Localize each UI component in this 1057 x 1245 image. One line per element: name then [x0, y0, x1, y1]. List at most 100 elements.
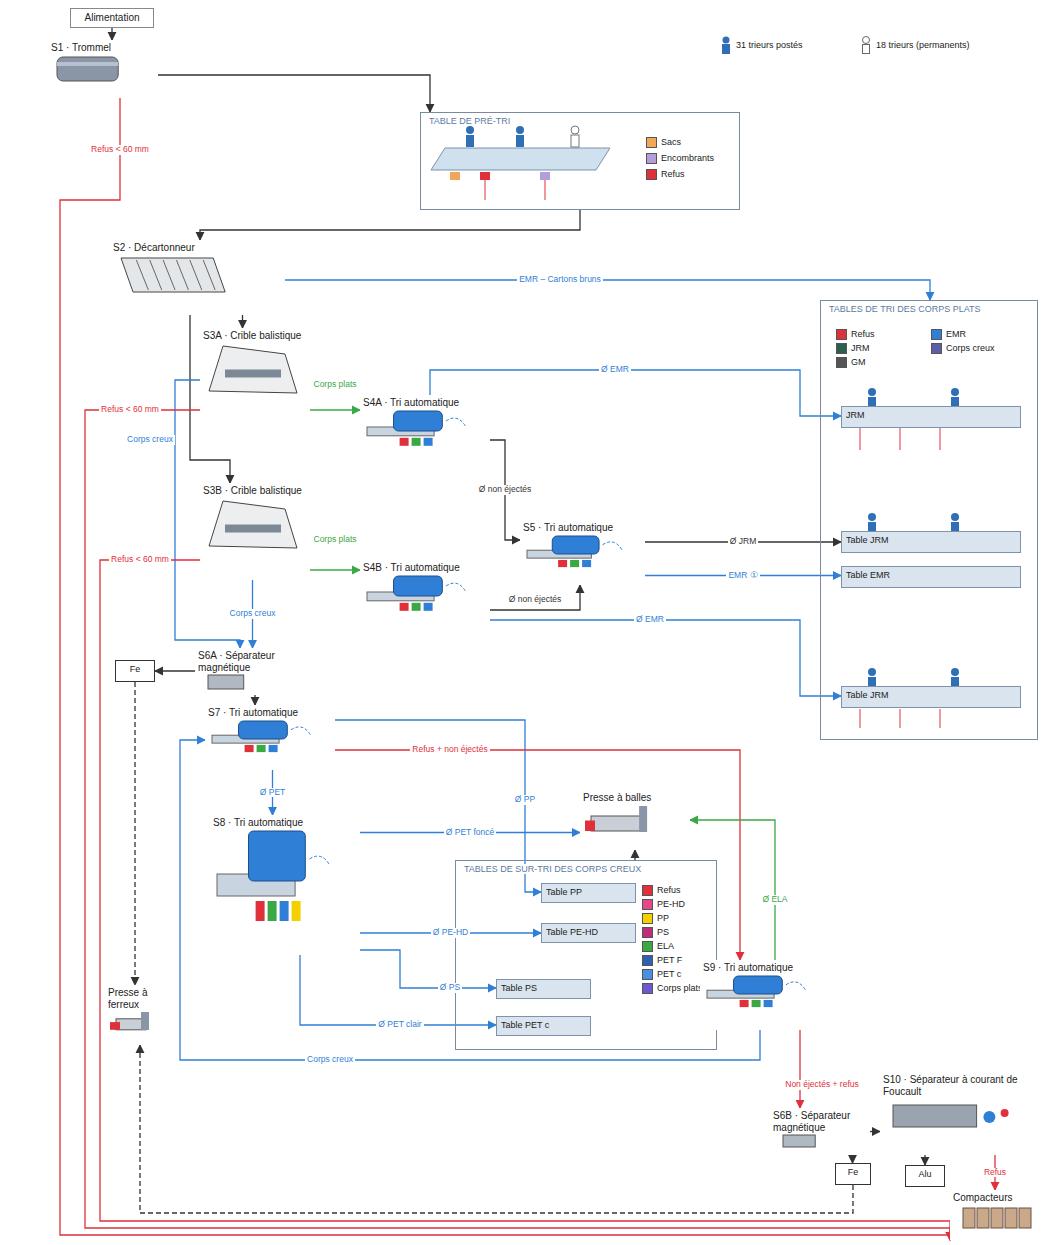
- flow-label: Refus < 60 mm: [89, 145, 151, 154]
- flow-arrow: [242, 315, 243, 328]
- legend-text: 18 trieurs (permanents): [876, 40, 970, 50]
- sorting-table: Table PET c: [496, 1016, 591, 1036]
- flow-label: Ø PP: [513, 795, 537, 804]
- node-label: Presse à balles: [583, 792, 687, 804]
- node-label: Fe: [118, 664, 152, 674]
- node-label: S6A · Séparateur magnétique: [198, 650, 302, 673]
- table-group: TABLE DE PRÉ-TRISacsEncombrantsRefus: [420, 112, 740, 210]
- flow-arrow: [60, 98, 950, 1240]
- legend-item: Refus: [836, 329, 875, 340]
- process-box: S10 · Séparateur à courant de Foucault: [880, 1072, 1040, 1155]
- sorting-table: Table JRM: [841, 686, 1021, 708]
- legend-swatch: [646, 169, 657, 180]
- legend-text: Encombrants: [661, 153, 714, 163]
- legend-item: 31 trieurs postés: [720, 36, 803, 54]
- legend-swatch: [931, 329, 942, 340]
- legend-text: ELA: [657, 941, 674, 951]
- legend-item: Refus: [642, 885, 681, 896]
- legend-item: PS: [642, 927, 669, 938]
- flow-label: EMR ①: [726, 571, 759, 580]
- legend-item: Sacs: [646, 137, 681, 148]
- table-group: TABLES DE SUR-TRI DES CORPS CREUXTable P…: [455, 860, 717, 1050]
- legend-text: Corps plats: [657, 983, 703, 993]
- trommel-icon: [51, 54, 153, 84]
- legend-text: PET F: [657, 955, 682, 965]
- process-box: S9 · Tri automatique: [700, 960, 830, 1030]
- legend-text: JRM: [851, 343, 870, 353]
- node-label: Table JRM: [846, 690, 1016, 700]
- pre-sort-table: [431, 126, 610, 200]
- legend-swatch: [642, 983, 653, 994]
- legend-item: PP: [642, 913, 669, 924]
- flow-arrow: [634, 850, 635, 860]
- node-label: Table PE-HD: [546, 927, 631, 937]
- flow-label: Corps creux: [228, 609, 278, 618]
- legend-text: Refus: [661, 169, 685, 179]
- flow-arrow: [285, 280, 930, 300]
- flow-label: Corps plats: [312, 380, 359, 389]
- node-label: S1 · Trommel: [51, 42, 155, 54]
- legend-text: PE-HD: [657, 899, 685, 909]
- process-box: S8 · Tri automatique: [210, 815, 360, 955]
- tri-icon: [208, 719, 330, 755]
- flow-label: Refus < 60 mm: [109, 555, 171, 564]
- node-label: S10 · Séparateur à courant de Foucault: [883, 1074, 1037, 1097]
- bigtri-icon: [213, 829, 355, 929]
- legend-swatch: [642, 955, 653, 966]
- legend-swatch: [836, 357, 847, 368]
- node-label: S3A · Crible balistique: [203, 330, 307, 342]
- legend-item: JRM: [836, 343, 870, 354]
- presse-icon: [583, 804, 685, 834]
- process-box: S1 · Trommel: [48, 40, 158, 98]
- legend-text: Corps creux: [946, 343, 995, 353]
- presse-icon: [108, 1010, 168, 1032]
- flow-label: Corps creux: [125, 435, 175, 444]
- flow-arrow: [335, 750, 740, 960]
- node-label: S6B · Séparateur magnétique: [773, 1110, 867, 1133]
- node-label: Compacteurs: [953, 1192, 1047, 1204]
- sorting-table: Table PP: [541, 883, 636, 903]
- group-title: TABLES DE TRI DES CORPS PLATS: [827, 304, 983, 314]
- process-box: S3A · Crible balistique: [200, 328, 310, 425]
- node-label: Table PET c: [501, 1020, 586, 1030]
- flow-arrow: [254, 695, 255, 705]
- flow-arrow: [430, 370, 841, 416]
- table-group: TABLES DE TRI DES CORPS PLATS JRM Table JR…: [820, 300, 1038, 740]
- flow-label: Ø PET clair: [376, 1020, 423, 1029]
- node-label: S4A · Tri automatique: [363, 397, 487, 409]
- flow-label: Corps creux: [305, 1055, 355, 1064]
- flow-label: Refus: [982, 1168, 1008, 1177]
- tri-icon: [363, 409, 485, 449]
- flow-arrow: [140, 1045, 853, 1213]
- legend-item: Corps plats: [642, 983, 703, 994]
- process-box: Alimentation: [70, 8, 154, 28]
- flow-label: Ø non éjectés: [507, 595, 563, 604]
- node-label: S8 · Tri automatique: [213, 817, 357, 829]
- legend-item: 18 trieurs (permanents): [860, 36, 970, 54]
- flow-label: Ø PE-HD: [431, 928, 470, 937]
- output-box: Fe: [115, 660, 155, 682]
- sorting-table: Table PE-HD: [541, 923, 636, 943]
- sorting-table: Table PS: [496, 979, 591, 999]
- legend-swatch: [646, 137, 657, 148]
- legend-item: GM: [836, 357, 866, 368]
- node-label: Alimentation: [76, 12, 148, 24]
- node-label: Table JRM: [846, 535, 1016, 545]
- compact-icon: [953, 1204, 1045, 1232]
- legend-item: Corps creux: [931, 343, 995, 354]
- legend-swatch: [931, 343, 942, 354]
- legend-swatch: [836, 343, 847, 354]
- node-label: Table PP: [546, 887, 631, 897]
- process-box: S3B · Crible balistique: [200, 483, 310, 580]
- flow-arrow: [690, 820, 775, 960]
- legend-item: PE-HD: [642, 899, 685, 910]
- sorting-table: JRM: [841, 406, 1021, 428]
- tri-icon: [703, 974, 825, 1010]
- flow-arrow: [158, 75, 430, 112]
- flow-label: Ø ELA: [760, 895, 789, 904]
- legend-swatch: [646, 153, 657, 164]
- node-label: Presse à ferreux: [108, 987, 170, 1010]
- node-label: S4B · Tri automatique: [363, 562, 487, 574]
- legend-text: Sacs: [661, 137, 681, 147]
